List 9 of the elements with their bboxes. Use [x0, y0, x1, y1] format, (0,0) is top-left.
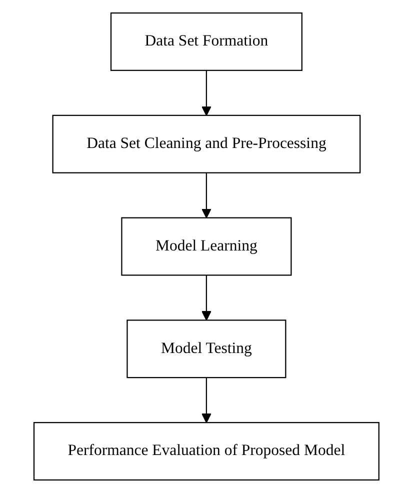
node-box: Data Set Cleaning and Pre-Processing — [52, 114, 360, 174]
node-box: Model Testing — [126, 320, 286, 378]
arrow — [201, 378, 211, 424]
arrow — [201, 70, 211, 116]
node-box: Model Learning — [120, 217, 292, 276]
node-box: Performance Evaluation of Proposed Model — [33, 422, 379, 481]
arrow — [201, 172, 211, 218]
arrow — [201, 275, 211, 321]
node-box: Data Set Formation — [110, 12, 302, 71]
